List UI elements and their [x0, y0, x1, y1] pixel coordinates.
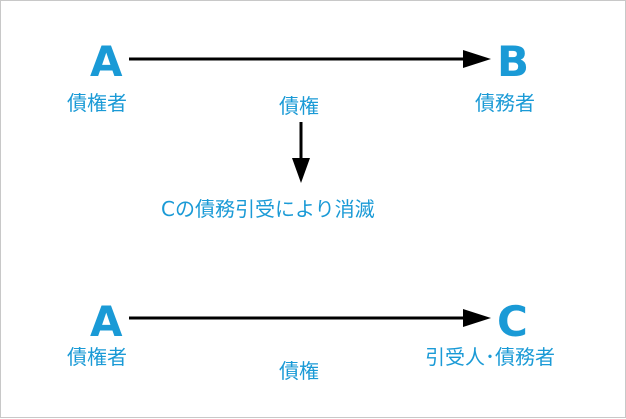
extinguish-arrow-head — [292, 158, 310, 183]
top-node-a-letter: A — [90, 37, 123, 86]
top-arrow-a-to-b-head — [463, 50, 491, 68]
bottom-node-c-label: 引受人･債務者 — [425, 345, 555, 369]
bottom-edge-label: 債権 — [279, 359, 319, 383]
bottom-node-a-label: 債権者 — [67, 345, 127, 369]
bottom-node-c-letter: C — [497, 297, 528, 346]
top-node-b-label: 債務者 — [475, 91, 535, 115]
bottom-node-a-letter: A — [90, 297, 123, 346]
top-node-b-letter: B — [497, 37, 530, 86]
extinguish-result-text: Cの債務引受により消滅 — [161, 197, 375, 221]
top-edge-label: 債権 — [279, 94, 319, 118]
top-node-a-label: 債権者 — [67, 91, 127, 115]
bottom-arrow-a-to-c-head — [463, 309, 491, 327]
